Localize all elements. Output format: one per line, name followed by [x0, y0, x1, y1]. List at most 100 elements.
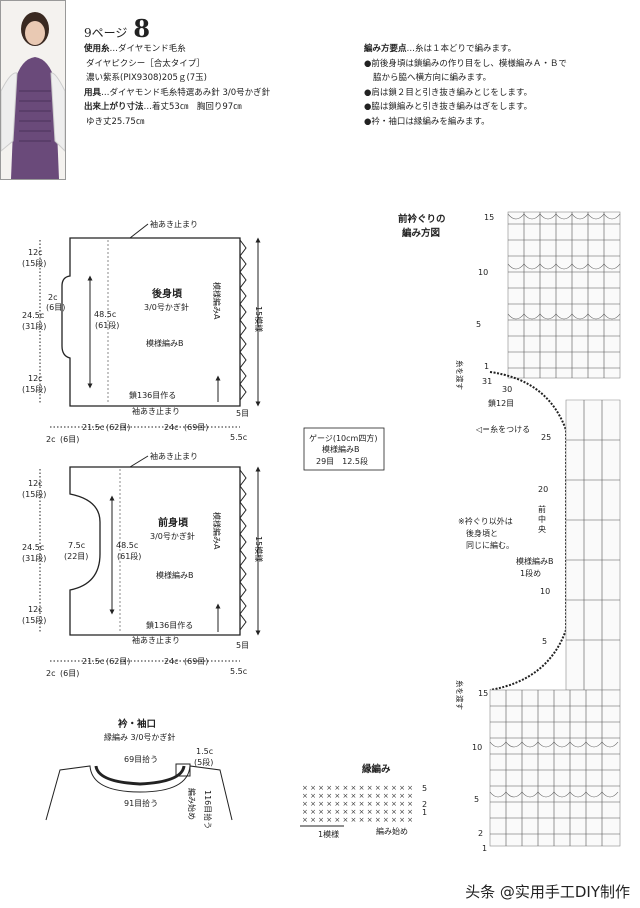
materials-block: 使用糸…ダイヤモンド毛糸 ダイヤピクシー［合太タイプ］ 濃い紫系(PIX9308… — [84, 42, 270, 130]
chart-row-25: 25 — [541, 433, 551, 442]
front-pattern-a: 模様編みA — [212, 512, 222, 550]
front-69sts: (69目) — [184, 657, 208, 666]
chart-row-15-bottom: 15 — [478, 689, 488, 698]
back-2c-bottom: 2c — [46, 435, 56, 444]
gauge-pattern: 模様編みB — [322, 444, 360, 454]
edging-row2: 2 — [422, 800, 427, 809]
chart-row-10-mid: 10 — [540, 587, 550, 596]
chart-center-2: 中 — [538, 514, 546, 524]
front-5sts: 5目 — [236, 641, 249, 650]
collar-69: 69目拾う — [124, 754, 158, 764]
back-55c: 5.5c — [230, 433, 247, 442]
svg-text:× × × × × × × × × × × × × ×: × × × × × × × × × × × × × × — [302, 800, 413, 808]
back-5sts: 5目 — [236, 409, 249, 418]
front-15rows-top: (15段) — [22, 489, 46, 499]
edging-diagram: 縁編み × × × × × × × × × × × × × × × × × × … — [300, 763, 427, 839]
front-title: 前身頃 — [158, 516, 189, 529]
back-62sts: (62目) — [106, 423, 130, 432]
back-12c-bottom: 12c — [28, 374, 43, 383]
front-245c: 24.5c — [22, 543, 44, 552]
chart-cut-yarn-top: 糸を渡す — [455, 360, 465, 390]
front-15-patterns: 15模様 — [254, 536, 264, 562]
chart-row-10-bottom: 10 — [472, 743, 482, 752]
front-12c-top: 12c — [28, 479, 43, 488]
back-69sts: (69目) — [184, 423, 208, 432]
pattern-number: 8 — [133, 14, 151, 43]
back-title: 後身頃 — [152, 287, 183, 300]
collar-title: 衿・袖口 — [118, 718, 156, 730]
gauge-title: ゲージ(10cm四方) — [309, 433, 377, 443]
cuff-116: 116目拾う — [203, 790, 213, 829]
edging-title: 縁編み — [362, 763, 391, 775]
chart-row1-label: 1段め — [520, 568, 541, 578]
back-length-rows: (61段) — [95, 320, 119, 330]
back-6sts: (6目) — [46, 303, 65, 312]
chart-center-1: 前 — [538, 504, 546, 514]
page-header: 9ページ 8 — [84, 14, 150, 43]
chart-row-5-top: 5 — [476, 320, 481, 329]
back-pattern-b: 模様編みB — [146, 338, 184, 348]
back-245c: 24.5c — [22, 311, 44, 320]
chart-chain-12: 鎖12目 — [488, 398, 514, 408]
chart-row-15-top: 15 — [484, 213, 494, 222]
front-body-diagram: 袖あき止まり 袖あき止まり 前身頃 3/0号かぎ針 模様編みB 48.5c (6… — [22, 451, 264, 678]
chart-row-2: 2 — [478, 829, 483, 838]
chart-row-10-top: 10 — [478, 268, 488, 277]
svg-text:× × × × × × × × × × × × × ×: × × × × × × × × × × × × × × — [302, 816, 413, 824]
tools-label: 用具 — [84, 87, 102, 98]
front-15rows-bottom: (15段) — [22, 615, 46, 625]
chart-title-1: 前衿ぐりの — [398, 213, 446, 225]
collar-diagram: 衿・袖口 縁編み 3/0号かぎ針 69目拾う 91目拾う 1.5c (5段) 編… — [45, 718, 233, 829]
back-15-patterns: 15模様 — [254, 306, 264, 332]
chart-row-1-top: 1 — [484, 362, 489, 371]
front-62sts: (62目) — [106, 657, 130, 666]
point-line-2: 脇から脇へ横方向に編みます。 — [373, 73, 492, 84]
back-15rows-bottom: (15段) — [22, 384, 46, 394]
chart-center-3: 央 — [538, 524, 546, 534]
chart-title-2: 編み方図 — [402, 227, 440, 239]
front-2c-bottom: 2c — [46, 669, 56, 678]
front-length-rows: (61段) — [117, 551, 141, 561]
back-body-diagram: 袖あき止まり 袖あき止まり 後身頃 3/0号かぎ針 模様編みB 48.5c (6… — [22, 219, 264, 444]
point-line-4: ●脇は鎖編みと引き抜き編みはぎをします。 — [364, 102, 533, 113]
svg-text:× × × × × × × × × × × × × ×: × × × × × × × × × × × × × × — [302, 792, 413, 800]
back-pattern-a: 模様編みA — [212, 282, 222, 320]
front-chain: 鎖136目作る — [146, 620, 193, 630]
edging-row5: 5 — [422, 784, 427, 793]
gauge-values: 29目 12.5段 — [316, 456, 368, 466]
front-24c: 24c — [164, 657, 179, 666]
front-31rows: (31段) — [22, 553, 46, 563]
size-label: 出来上がり寸法 — [84, 102, 144, 113]
front-55c: 5.5c — [230, 667, 247, 676]
chart-row-30: 30 — [502, 385, 512, 394]
chart-lower-stitches — [489, 371, 621, 847]
neckline-chart: 前衿ぐりの 編み方図 15 10 5 1 31 30 糸 — [398, 211, 621, 853]
edging-repeat: 1模様 — [318, 829, 339, 839]
back-31rows: (31段) — [22, 321, 46, 331]
chart-cut-yarn-bottom: 糸を渡す — [455, 680, 465, 710]
back-15rows-top: (15段) — [22, 258, 46, 268]
collar-subtitle: 縁編み 3/0号かぎ針 — [104, 732, 175, 742]
back-24c: 24c — [164, 423, 179, 432]
front-6sts-bottom: (6目) — [60, 669, 79, 678]
collar-91: 91目拾う — [124, 798, 158, 808]
back-12c-top: 12c — [28, 248, 43, 257]
point-line-3: ●肩は鎖２目と引き抜き編みとじをします。 — [364, 87, 533, 98]
point-line-5: ●衿・袖口は縁編みを編みます。 — [364, 116, 490, 127]
svg-text:× × × × × × × × × × × × × ×: × × × × × × × × × × × × × × — [302, 784, 413, 792]
edging-symbols: × × × × × × × × × × × × × × × × × × × × … — [302, 784, 413, 824]
front-armhole-bottom: 袖あき止まり — [132, 635, 180, 645]
chart-note-2: 後身頃と — [466, 528, 498, 538]
page-label: 9ページ — [84, 26, 128, 40]
back-chain: 鎖136目作る — [129, 390, 176, 400]
chart-row-5-mid: 5 — [542, 637, 547, 646]
front-12c-bottom: 12c — [28, 605, 43, 614]
edging-start: 編み始め — [376, 826, 408, 836]
chart-row-31: 31 — [482, 377, 492, 386]
collar-15c: 1.5c — [196, 747, 213, 756]
chart-row-20: 20 — [538, 485, 548, 494]
watermark: 头条 @实用手工DIY制作 — [465, 883, 630, 901]
back-6sts-bottom: (6目) — [60, 435, 79, 444]
back-needle: 3/0号かぎ針 — [144, 302, 189, 312]
